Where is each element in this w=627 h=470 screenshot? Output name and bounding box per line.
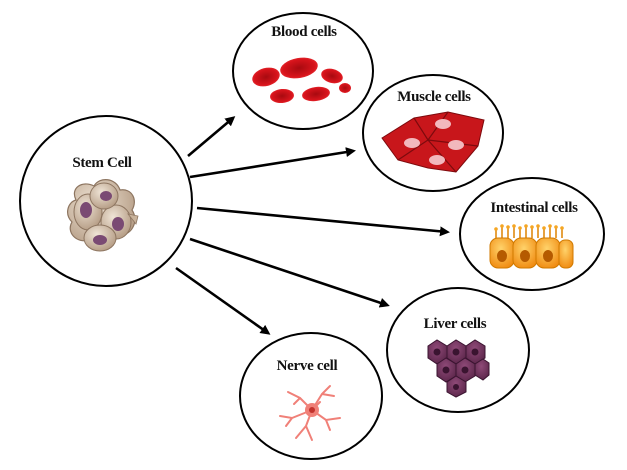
stem-cell-node: Stem Cell <box>19 115 193 287</box>
arrow-to-nerve-cell <box>175 266 271 335</box>
liver-cells-label: Liver cells <box>424 316 487 332</box>
liver-cells-icon <box>427 339 490 398</box>
nerve-cell-circle <box>239 332 383 460</box>
nerve-cell-label: Nerve cell <box>277 358 338 374</box>
liver-cells-node: Liver cells <box>386 287 530 413</box>
nerve-cell-node: Nerve cell <box>239 332 383 460</box>
blood-cells-icon <box>252 57 351 104</box>
muscle-cells-node: Muscle cells <box>362 74 504 192</box>
intestinal-cells-node: Intestinal cells <box>459 177 605 291</box>
muscle-cells-label: Muscle cells <box>397 89 471 105</box>
blood-cells-label: Blood cells <box>271 24 337 40</box>
arrow-to-liver-cells <box>189 237 390 308</box>
arrows <box>175 116 450 335</box>
arrow-to-muscle-cells <box>189 147 356 179</box>
blood-cells-node: Blood cells <box>232 12 374 130</box>
intestinal-cells-label: Intestinal cells <box>490 200 578 216</box>
stem-cell-icon <box>67 179 139 252</box>
intestinal-cells-icon <box>489 224 574 269</box>
muscle-cells-icon <box>381 111 485 173</box>
nerve-cell-icon <box>279 385 341 441</box>
arrow-to-blood-cells <box>187 116 236 157</box>
arrow-to-intestinal-cells <box>196 206 450 237</box>
stem-cell-label: Stem Cell <box>72 155 131 171</box>
